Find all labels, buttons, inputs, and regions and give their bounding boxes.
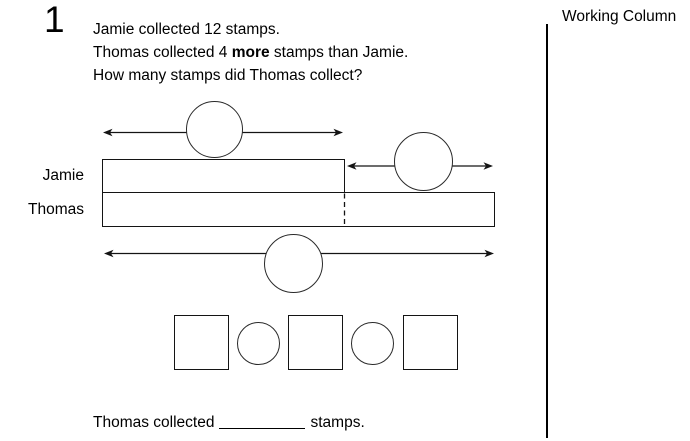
problem-line-3: How many stamps did Thomas collect?: [93, 67, 363, 84]
difference-bubble[interactable]: [394, 131, 453, 191]
problem-statement: Jamie collected 12 stamps. Thomas collec…: [93, 18, 408, 87]
problem-line-2: Thomas collected 4 more stamps than Jami…: [93, 41, 408, 64]
answer-blank[interactable]: [219, 414, 306, 429]
answer-sentence: Thomas collected stamps.: [93, 411, 365, 434]
problem-line-2-pre: Thomas collected 4: [93, 44, 232, 61]
equation-box-2[interactable]: [288, 315, 343, 370]
operator-circle-2[interactable]: [351, 321, 394, 365]
working-column-title: Working Column: [562, 8, 677, 25]
jamie-bar: [102, 159, 345, 193]
problem-line-1: Jamie collected 12 stamps.: [93, 21, 280, 38]
question-number: 1: [44, 0, 65, 40]
thomas-bar-label: Thomas: [28, 201, 84, 218]
jamie-bar-label: Jamie: [42, 167, 84, 184]
thomas-total-bubble[interactable]: [264, 233, 323, 293]
operator-circle-1[interactable]: [236, 321, 280, 365]
thomas-bar: [102, 192, 495, 227]
jamie-total-bubble[interactable]: [185, 101, 243, 158]
problem-line-2-post: stamps than Jamie.: [269, 44, 409, 61]
working-column-divider: [546, 24, 548, 438]
answer-sentence-post: stamps.: [310, 414, 365, 431]
equation-box-3[interactable]: [403, 315, 458, 370]
equation-box-1[interactable]: [174, 315, 229, 370]
answer-sentence-pre: Thomas collected: [93, 414, 215, 431]
emphasis-more: more: [231, 44, 270, 61]
